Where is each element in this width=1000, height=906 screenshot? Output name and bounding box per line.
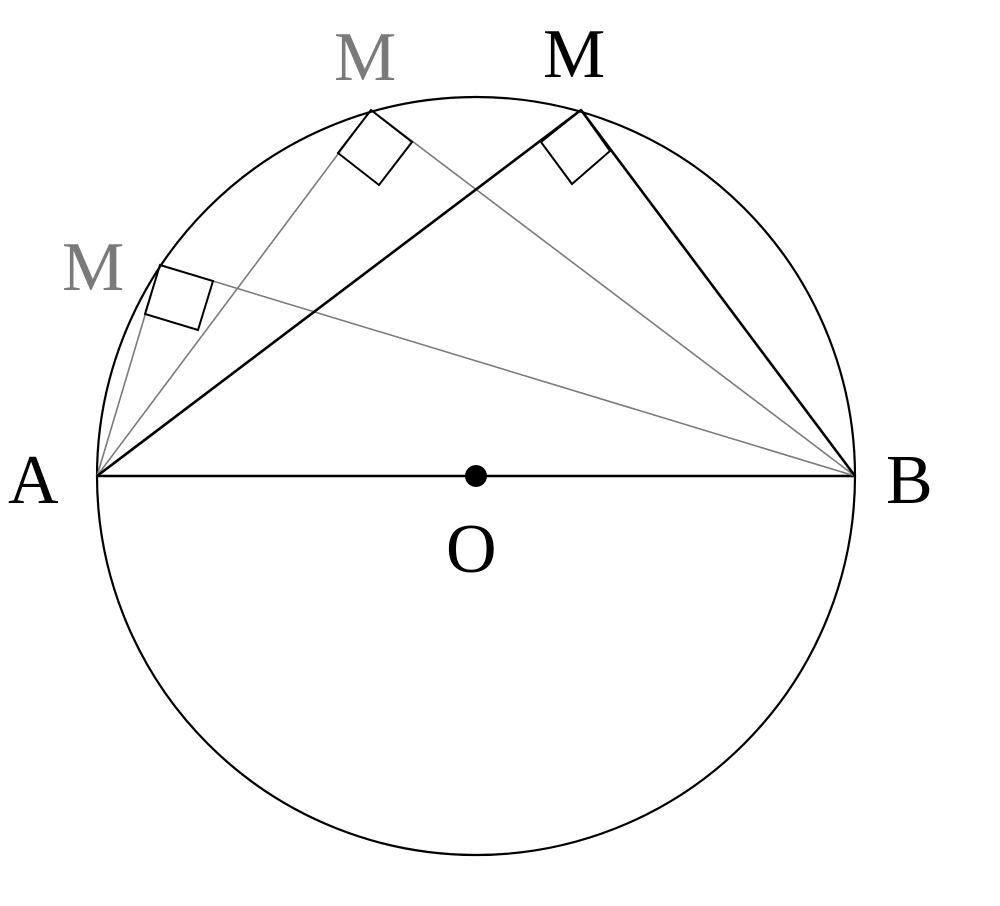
label-m-gray-left: M (62, 229, 124, 306)
center-point-o (465, 465, 487, 487)
label-a: A (8, 442, 59, 519)
segment-a-m-top (96, 109, 372, 477)
label-o: O (446, 511, 497, 588)
gray-triangle-top (96, 108, 856, 477)
label-m-gray-top: M (334, 19, 396, 96)
right-angle-mark-left (143, 263, 215, 332)
dark-triangle (96, 108, 857, 478)
segment-m-top-b (370, 109, 856, 477)
gray-triangle-left (96, 263, 856, 477)
label-b: B (886, 442, 933, 519)
segment-a-m-dark (96, 108, 582, 478)
segment-m-dark-b (579, 109, 857, 477)
right-angle-mark-top (336, 108, 414, 187)
right-angle-mark-dark (539, 108, 612, 186)
segment-m-left-b (159, 264, 856, 477)
label-m-dark: M (543, 16, 605, 93)
